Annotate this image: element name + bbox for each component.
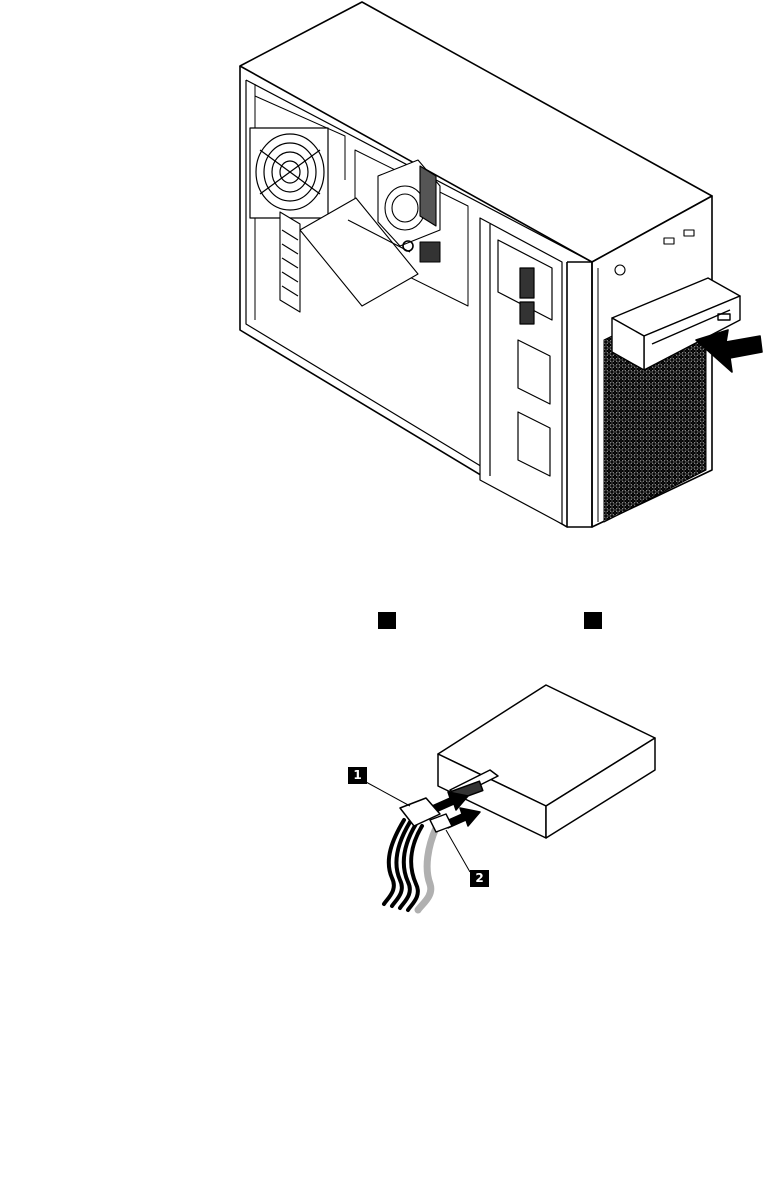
callout-2: 2 — [470, 870, 489, 887]
power-cable-icon — [384, 820, 422, 910]
callout-1: 1 — [348, 767, 367, 784]
signal-cable-icon — [418, 828, 436, 910]
